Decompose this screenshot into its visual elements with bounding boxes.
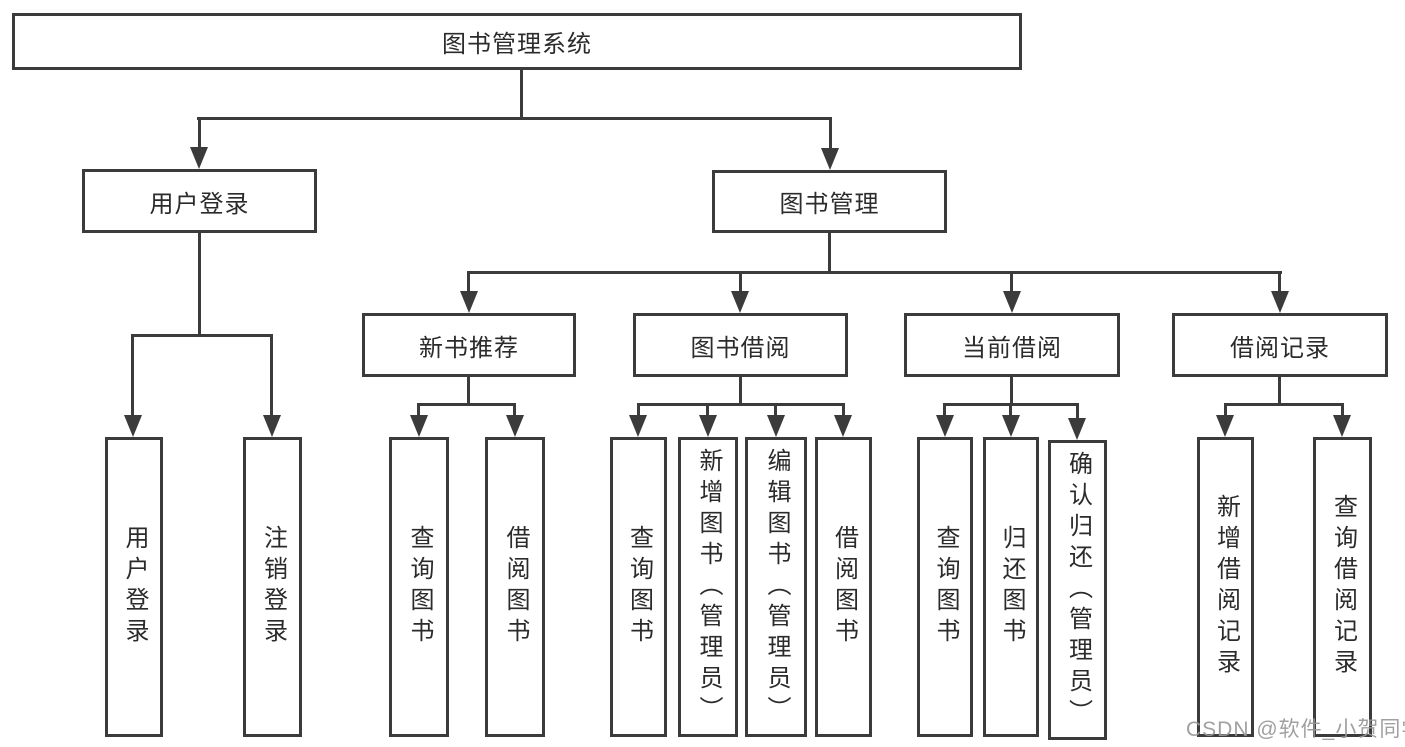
leaf-user-login: 用户登录 [105,437,163,737]
connector-line [1076,403,1079,420]
node-root: 图书管理系统 [12,13,1022,70]
leaf-current-return-book-label: 归还图书 [998,525,1025,649]
connector-line [1224,403,1344,406]
arrow-down-icon [936,415,954,437]
connector-line [1224,403,1227,417]
leaf-record-add: 新增借阅记录 [1197,437,1254,737]
arrow-down-icon [1002,415,1020,437]
connector-line [417,403,516,406]
leaf-current-query-book-label: 查询图书 [932,525,959,649]
node-book-management: 图书管理 [712,170,947,233]
node-new-book-recommend-label: 新书推荐 [419,334,519,362]
connector-line [467,271,470,293]
watermark: CSDN @软件_小贺同学 [1186,718,1405,741]
arrow-down-icon [629,415,647,437]
connector-line [1009,403,1012,417]
connector-line [417,403,420,417]
leaf-borrow-borrow-book-label: 借阅图书 [830,525,858,649]
leaf-current-confirm-return: 确认归还（管理员） [1048,440,1107,740]
connector-line [197,117,832,120]
arrow-down-icon [821,148,839,170]
leaf-borrow-query-book: 查询图书 [610,437,667,737]
arrow-down-icon [1068,418,1086,440]
leaf-borrow-add-book-label: 新增图书（管理员） [695,447,722,727]
connector-line [637,403,640,417]
leaf-borrow-edit-book-label: 编辑图书（管理员） [763,447,790,727]
connector-line [943,403,946,417]
arrow-down-icon [699,415,717,437]
arrow-down-icon [1216,415,1234,437]
arrow-down-icon [731,291,749,313]
connector-line [131,334,273,337]
connector-line [829,117,832,150]
arrow-down-icon [1271,291,1289,313]
node-borrow-record-label: 借阅记录 [1230,334,1330,362]
node-current-borrow: 当前借阅 [904,313,1120,377]
leaf-current-query-book: 查询图书 [917,437,973,737]
leaf-current-confirm-return-label: 确认归还（管理员） [1064,450,1092,730]
connector-line [131,334,134,417]
arrow-down-icon [190,147,208,169]
arrow-down-icon [506,415,524,437]
arrow-down-icon [263,415,281,437]
connector-line [706,403,709,417]
node-book-management-label: 图书管理 [779,191,880,218]
leaf-record-query-label: 查询借阅记录 [1329,494,1357,680]
leaf-borrow-add-book: 新增图书（管理员） [678,437,738,737]
connector-line [1010,271,1013,293]
node-user-login: 用户登录 [82,169,317,233]
leaf-logout-label: 注销登录 [259,525,287,649]
node-user-login-label: 用户登录 [149,190,250,218]
arrow-down-icon [767,415,785,437]
node-root-label: 图书管理系统 [442,31,592,58]
connector-line [513,403,516,417]
arrow-down-icon [1333,415,1351,437]
leaf-borrow-query-book-label: 查询图书 [625,525,653,649]
arrow-down-icon [460,291,478,313]
leaf-recommend-borrow-book-label: 借阅图书 [502,525,529,649]
leaf-recommend-borrow-book: 借阅图书 [485,437,545,737]
leaf-record-query: 查询借阅记录 [1313,437,1372,737]
connector-line [637,403,845,406]
connector-line [467,377,470,406]
leaf-user-login-label: 用户登录 [121,525,148,649]
connector-line [270,334,273,417]
connector-line [520,69,523,118]
leaf-recommend-query-book-label: 查询图书 [406,525,433,649]
node-borrow-record: 借阅记录 [1172,313,1388,377]
node-current-borrow-label: 当前借阅 [962,334,1062,362]
connector-line [467,271,1282,274]
node-new-book-recommend: 新书推荐 [362,313,576,377]
arrow-down-icon [410,415,428,437]
node-book-borrow: 图书借阅 [633,313,848,377]
connector-line [198,117,201,150]
connector-line [739,377,742,406]
leaf-borrow-borrow-book: 借阅图书 [815,437,872,737]
leaf-logout: 注销登录 [243,437,302,737]
arrow-down-icon [834,415,852,437]
connector-line [198,233,201,337]
connector-line [1278,377,1281,406]
leaf-record-add-label: 新增借阅记录 [1212,494,1240,680]
connector-line [842,403,845,417]
connector-line [1278,271,1281,293]
leaf-borrow-edit-book: 编辑图书（管理员） [745,437,807,737]
arrow-down-icon [124,415,142,437]
connector-line [1341,403,1344,417]
leaf-recommend-query-book: 查询图书 [389,437,449,737]
connector-line [739,271,742,293]
connector-line [1010,377,1013,406]
arrow-down-icon [1003,291,1021,313]
node-book-borrow-label: 图书借阅 [690,334,791,362]
connector-line [828,233,831,274]
leaf-current-return-book: 归还图书 [983,437,1039,737]
connector-line [774,403,777,417]
